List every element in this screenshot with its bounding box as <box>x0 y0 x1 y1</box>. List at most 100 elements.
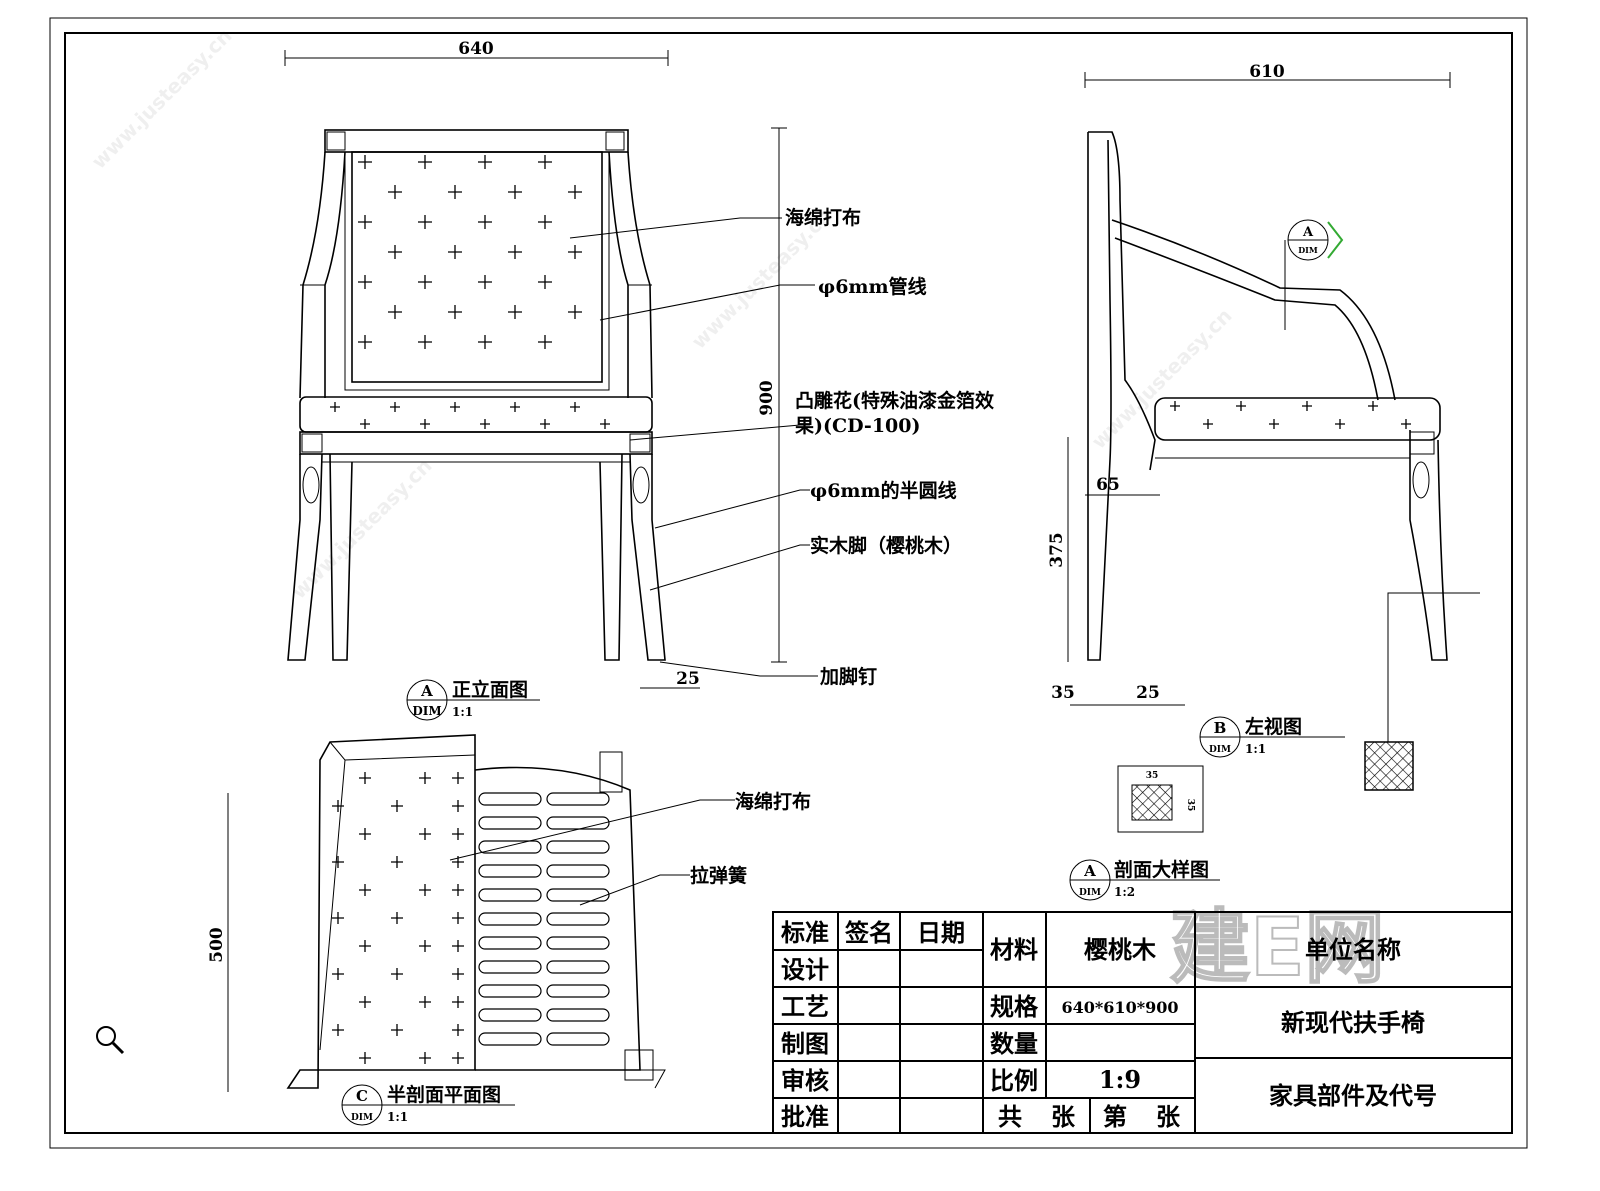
spring-coils <box>478 792 610 1046</box>
tuft-mark <box>332 856 344 868</box>
tuft-mark <box>359 940 371 952</box>
svg-text:1:1: 1:1 <box>452 705 473 719</box>
tuft-mark <box>330 402 340 412</box>
front-view: 640 900 25 海绵打布 φ6mm管线 <box>284 39 994 721</box>
svg-text:A: A <box>420 682 433 700</box>
svg-text:DIM: DIM <box>412 704 441 718</box>
tuft-mark <box>452 1024 464 1036</box>
tuft-mark <box>358 275 372 289</box>
tuft-mark <box>388 305 402 319</box>
tb-unit-name: 单位名称 <box>1305 935 1401 964</box>
svg-text:A: A <box>1302 225 1314 240</box>
tuft-mark <box>388 245 402 259</box>
label-carving-1: 凸雕花(特殊油漆金箔效 <box>795 389 994 412</box>
tuft-mark <box>1170 401 1180 411</box>
section-hatch <box>1364 741 1414 791</box>
tuft-mark <box>538 275 552 289</box>
dim-side-foot-a: 35 <box>1051 683 1075 703</box>
tuft-mark <box>419 996 431 1008</box>
tb-qty-label: 数量 <box>990 1029 1038 1058</box>
tuft-mark <box>332 1024 344 1036</box>
tuft-mark <box>358 335 372 349</box>
svg-text:www.justeasy.cn: www.justeasy.cn <box>87 24 237 174</box>
tuft-mark <box>1302 401 1312 411</box>
tuft-mark <box>359 828 371 840</box>
tuft-mark <box>568 245 582 259</box>
tuft-mark <box>538 215 552 229</box>
tuft-mark <box>538 155 552 169</box>
tb-role-design: 设计 <box>781 955 829 984</box>
dim-detail-h: 35 <box>1185 799 1195 812</box>
tb-product-name: 新现代扶手椅 <box>1281 1008 1425 1037</box>
tuft-mark <box>448 185 462 199</box>
tb-scale-value: 1:9 <box>1099 1065 1141 1094</box>
tuft-mark <box>358 215 372 229</box>
label-spring: 拉弹簧 <box>690 864 747 887</box>
svg-text:正立面图: 正立面图 <box>452 678 528 701</box>
tuft-mark <box>568 185 582 199</box>
dim-foot-front: 25 <box>676 669 700 689</box>
tb-role-approve: 批准 <box>781 1102 829 1131</box>
view-label-section: A DIM 剖面大样图 1:2 <box>1069 858 1220 901</box>
tb-header-sign: 签名 <box>844 918 893 947</box>
tuft-mark <box>419 828 431 840</box>
tuft-mark <box>419 1052 431 1064</box>
tb-parts-code: 家具部件及代号 <box>1269 1081 1437 1110</box>
svg-text:DIM: DIM <box>1079 888 1101 898</box>
tuft-mark <box>1335 419 1345 429</box>
svg-text:www.justeasy.cn: www.justeasy.cn <box>287 454 437 604</box>
tuft-mark <box>391 856 403 868</box>
dim-plan-depth: 500 <box>207 927 227 963</box>
tuft-mark <box>391 968 403 980</box>
tuft-mark <box>452 884 464 896</box>
tuft-mark <box>419 884 431 896</box>
tuft-mark <box>448 245 462 259</box>
svg-text:左视图: 左视图 <box>1245 715 1302 738</box>
tuft-mark <box>391 800 403 812</box>
section-callout: A DIM <box>1284 219 1344 330</box>
tb-header-date: 日期 <box>917 918 965 947</box>
svg-text:剖面大样图: 剖面大样图 <box>1114 858 1209 881</box>
svg-text:DIM: DIM <box>1298 245 1318 255</box>
tuft-mark <box>478 155 492 169</box>
plan-tufting <box>332 772 464 1064</box>
spring-coil <box>546 792 610 1046</box>
tuft-mark <box>478 215 492 229</box>
tuft-mark <box>452 772 464 784</box>
svg-text:DIM: DIM <box>1209 745 1231 755</box>
dim-side-depth: 610 <box>1249 62 1285 82</box>
tuft-mark <box>452 800 464 812</box>
tuft-mark <box>391 912 403 924</box>
tuft-mark <box>600 419 610 429</box>
magnifier-icon[interactable] <box>96 1026 125 1055</box>
spring-coil <box>478 792 542 1046</box>
tb-spec-label: 规格 <box>990 992 1039 1021</box>
tuft-mark <box>419 772 431 784</box>
label-foot-nail: 加脚钉 <box>819 665 877 688</box>
tuft-mark <box>448 305 462 319</box>
tuft-mark <box>418 335 432 349</box>
tb-material-label: 材料 <box>990 935 1038 964</box>
label-plan-sponge: 海绵打布 <box>735 790 811 813</box>
tuft-mark <box>418 275 432 289</box>
tuft-mark <box>540 419 550 429</box>
svg-text:1:1: 1:1 <box>1245 742 1266 756</box>
tuft-mark <box>508 245 522 259</box>
dim-front-width: 640 <box>458 39 494 59</box>
tuft-mark <box>360 419 370 429</box>
tuft-mark <box>359 772 371 784</box>
tuft-mark <box>391 1024 403 1036</box>
title-block: 标准 签名 日期 设计 工艺 制图 审核 批准 材料 樱桃木 规格 640*61… <box>772 911 1513 1134</box>
tb-role-draft: 制图 <box>781 1029 829 1058</box>
label-solid-leg: 实木脚（樱桃木） <box>810 534 962 557</box>
plan-view: 500 海绵打布 拉弹簧 C DIM 半剖面平面图 1:1 <box>207 734 811 1126</box>
tuft-mark <box>452 968 464 980</box>
tuft-mark <box>478 335 492 349</box>
tuft-mark <box>1401 419 1411 429</box>
tuft-mark <box>478 275 492 289</box>
tuft-mark <box>1236 401 1246 411</box>
tuft-mark <box>359 1052 371 1064</box>
dim-leg-offset: 65 <box>1096 475 1120 495</box>
svg-text:1:1: 1:1 <box>387 1110 408 1124</box>
tuft-mark <box>332 800 344 812</box>
